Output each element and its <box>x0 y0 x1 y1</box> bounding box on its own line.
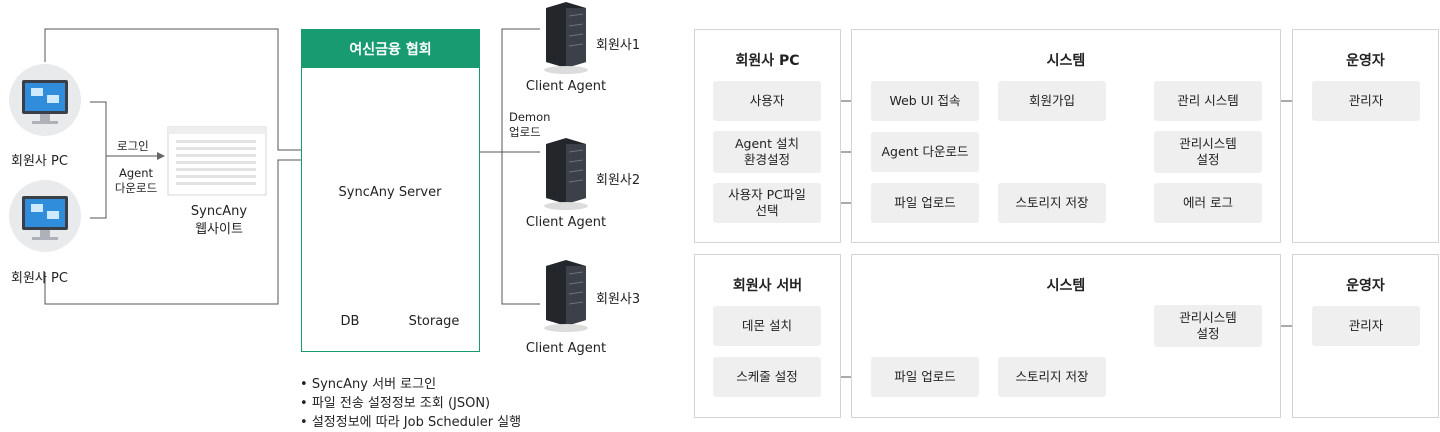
demon-upload-label: Demon 업로드 <box>509 110 551 139</box>
pc-label: 회원사 PC <box>11 154 68 169</box>
login-label: 로그인 <box>117 139 149 153</box>
panel-title: 운영자 <box>1346 53 1385 69</box>
process-box-admin-settings: 관리시스템 설정 <box>1154 131 1262 173</box>
pc2-server-line <box>44 156 341 305</box>
panel-title: 회원사 PC <box>735 53 800 69</box>
panel-title: 회원사 서버 <box>732 278 803 294</box>
association-title: 여신금융 협회 <box>302 30 479 68</box>
agent-name: 회원사3 <box>596 292 641 307</box>
server-rack-icon <box>544 138 588 210</box>
process-box-daemon-install: 데몬 설치 <box>713 306 821 346</box>
client-agent-label: Client Agent <box>525 341 607 356</box>
process-box-error-log: 에러 로그 <box>1154 183 1262 223</box>
pc-label: 회원사 PC <box>11 271 68 286</box>
agent-name: 회원사2 <box>596 173 641 188</box>
bullet-item: 설정정보에 따라 Job Scheduler 실행 <box>300 413 521 432</box>
process-box-file-upload: 파일 업로드 <box>871 183 979 223</box>
pc-bracket-line <box>90 101 107 219</box>
bullet-list: SyncAny 서버 로그인 파일 전송 설정정보 조회 (JSON) 설정정보… <box>300 375 521 432</box>
agent-bracket-line <box>501 28 540 305</box>
panel-title: 운영자 <box>1346 278 1385 294</box>
bullet-item: SyncAny 서버 로그인 <box>300 375 521 394</box>
storage-label: Storage <box>408 314 460 329</box>
process-box-admin: 관리자 <box>1312 306 1420 346</box>
pc1-server-line <box>44 28 341 154</box>
client-agent-label: Client Agent <box>525 79 607 94</box>
process-box-agent-download: Agent 다운로드 <box>871 132 979 172</box>
process-box-admin: 관리자 <box>1312 81 1420 121</box>
server-rack-icon <box>544 260 588 332</box>
process-box-web-ui: Web UI 접속 <box>871 81 979 121</box>
server-rack-icon <box>544 2 588 74</box>
process-box-file-upload: 파일 업로드 <box>871 357 979 397</box>
server-label: SyncAny Server <box>338 185 442 200</box>
operator-panel: 운영자 <box>1292 29 1439 243</box>
agent-download-label: Agent 다운로드 <box>114 166 158 195</box>
agent-name: 회원사1 <box>596 38 641 53</box>
association-box: 여신금융 협회 <box>301 29 480 352</box>
process-box-storage-save: 스토리지 저장 <box>998 357 1106 397</box>
website-label: SyncAny 웹사이트 <box>190 204 248 237</box>
process-box-schedule-setup: 스케줄 설정 <box>713 357 821 397</box>
process-box-user: 사용자 <box>713 81 821 121</box>
monitor-icon <box>9 180 81 252</box>
process-box-storage-save: 스토리지 저장 <box>998 183 1106 223</box>
client-agent-label: Client Agent <box>525 215 607 230</box>
db-label: DB <box>340 314 360 329</box>
process-box-agent-setup: Agent 설치 환경설정 <box>713 131 821 173</box>
monitor-icon <box>9 64 81 136</box>
process-box-signup: 회원가입 <box>998 81 1106 121</box>
website-screenshot-icon <box>167 126 267 196</box>
process-box-file-select: 사용자 PC파일 선택 <box>713 183 821 223</box>
process-box-admin-settings: 관리시스템 설정 <box>1154 305 1262 347</box>
process-box-admin-system: 관리 시스템 <box>1154 81 1262 121</box>
panel-title: 시스템 <box>1046 278 1086 294</box>
bullet-item: 파일 전송 설정정보 조회 (JSON) <box>300 394 521 413</box>
panel-title: 시스템 <box>1046 53 1086 69</box>
